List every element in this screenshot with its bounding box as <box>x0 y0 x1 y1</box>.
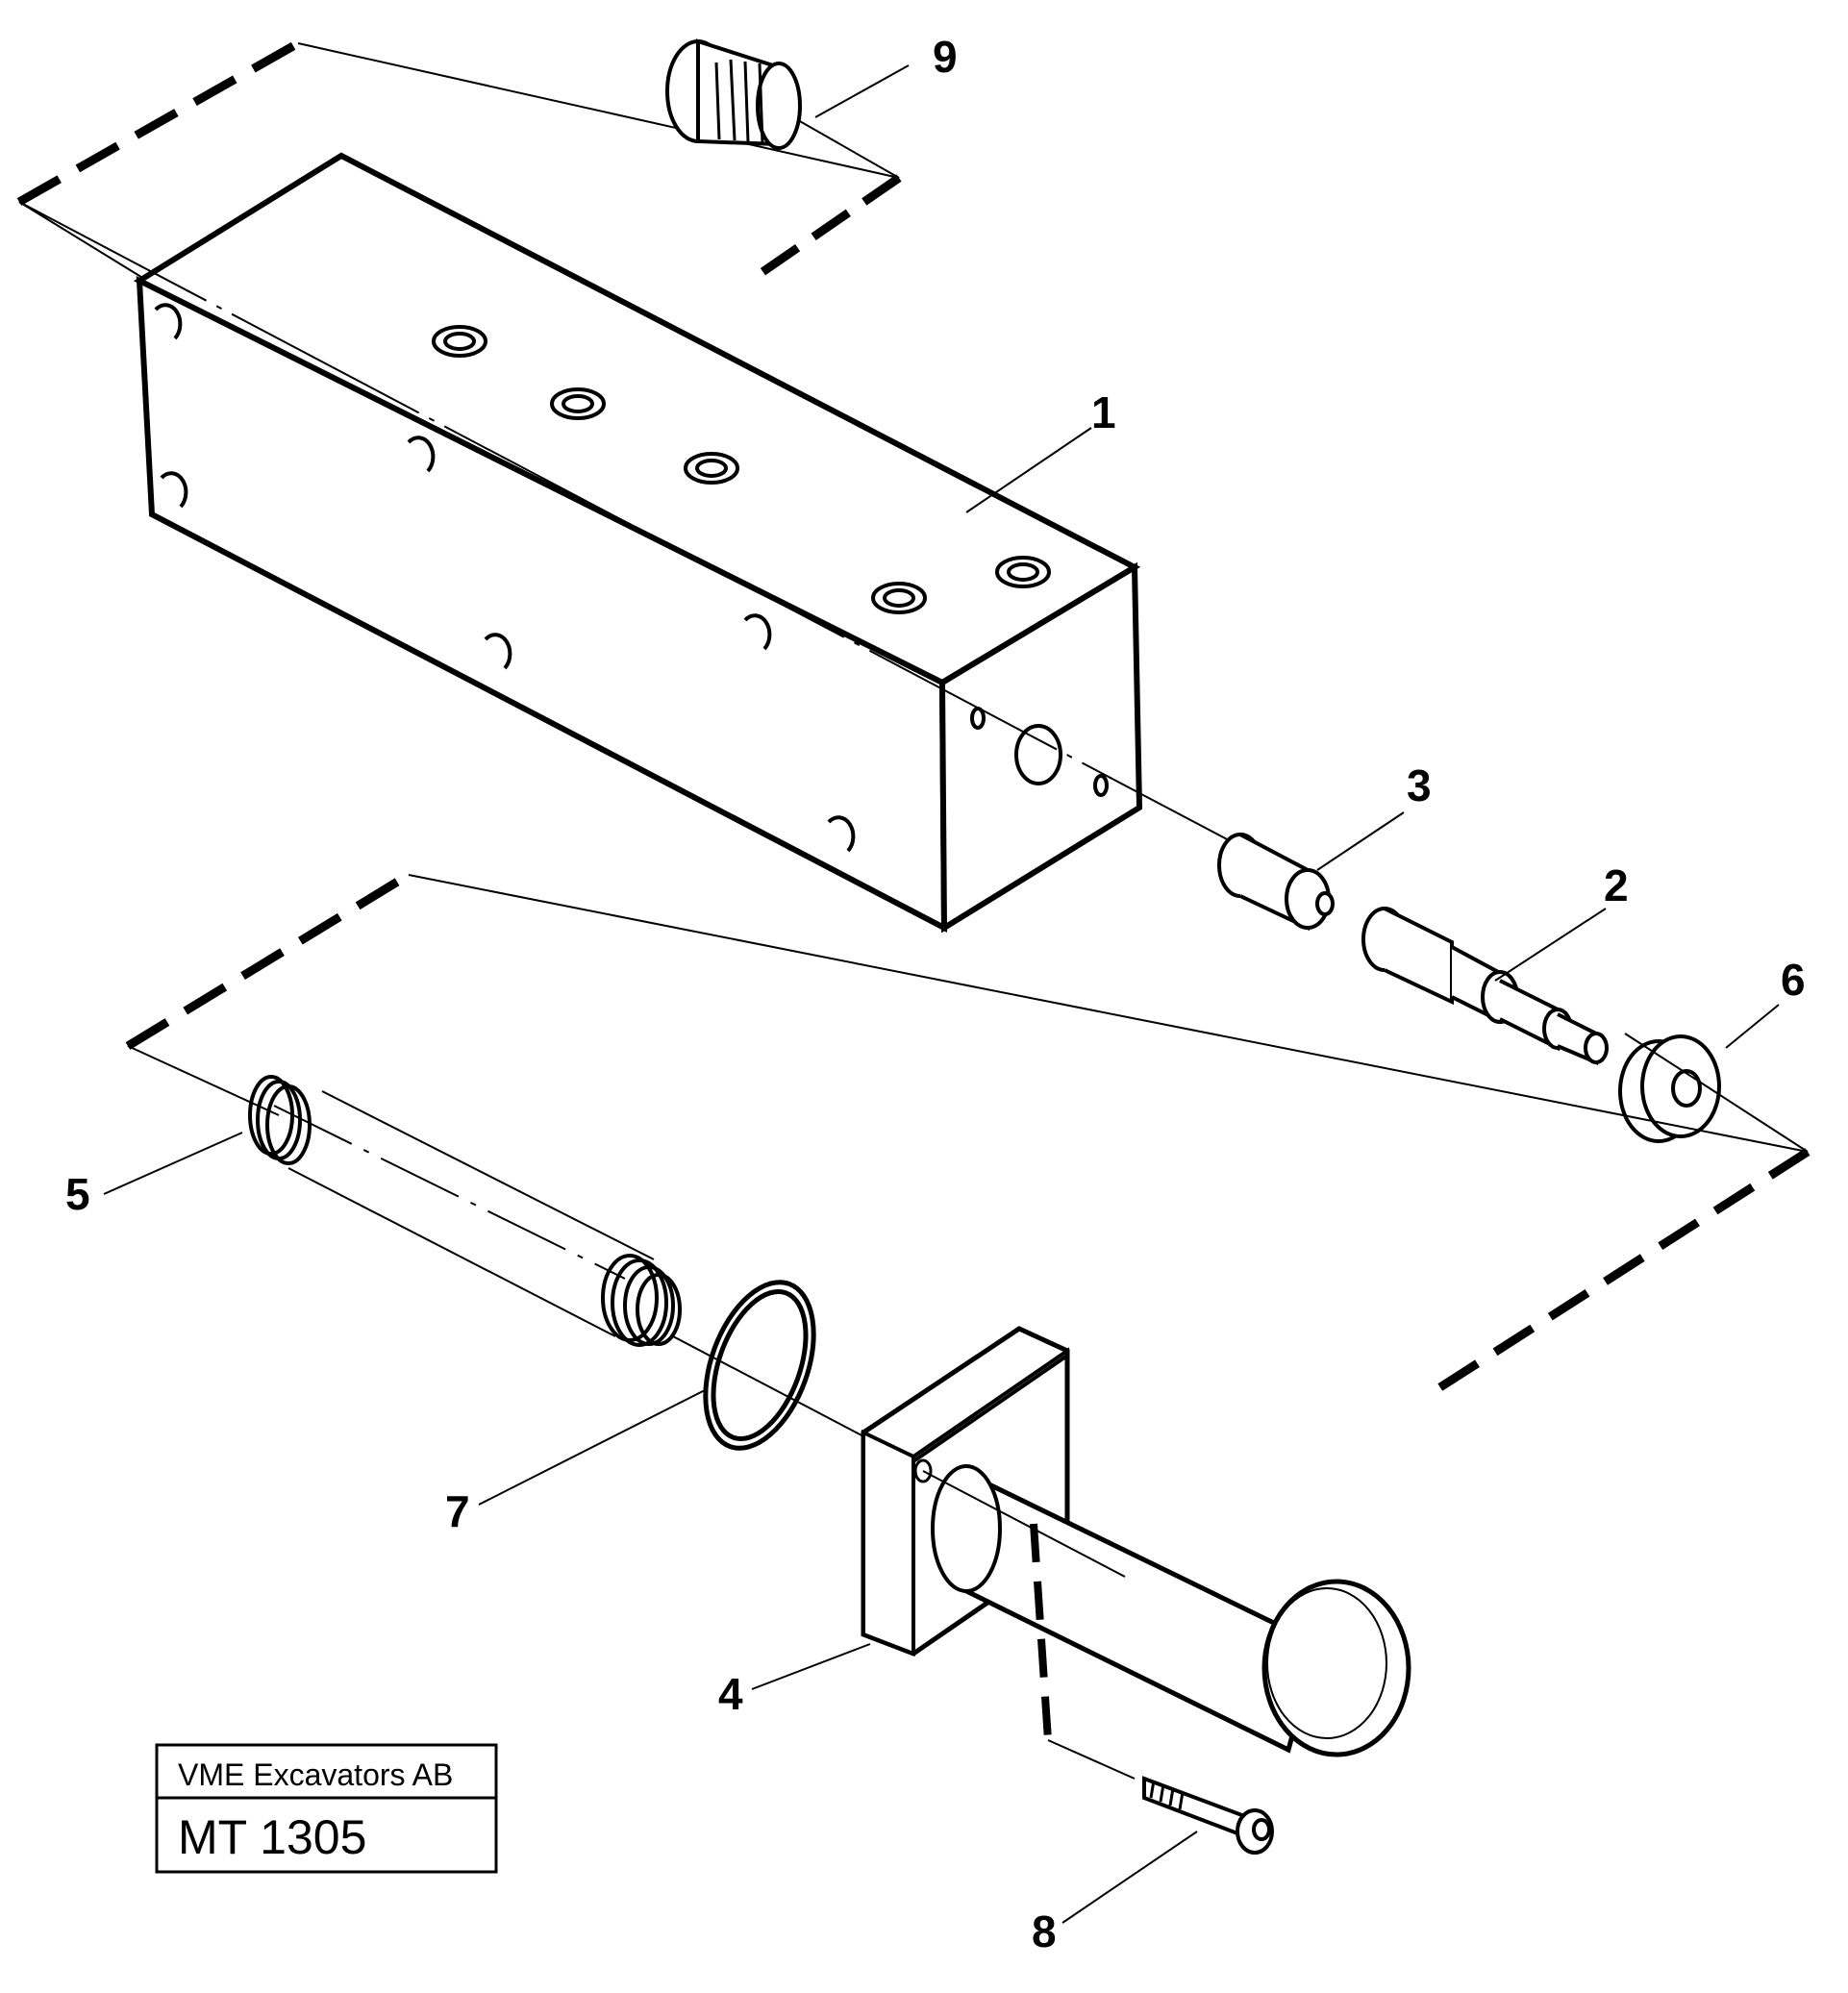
washer-part <box>1618 1034 1721 1143</box>
o-ring-part <box>672 1280 866 1451</box>
company-name: VME Excavators AB <box>178 1757 453 1792</box>
callout-4: 4 <box>718 1669 743 1719</box>
callout-2: 2 <box>1604 860 1629 910</box>
callout-5: 5 <box>65 1169 90 1219</box>
callout-9: 9 <box>933 32 958 82</box>
plug-part <box>665 38 900 179</box>
callout-8: 8 <box>1032 1906 1057 1956</box>
bottom-assembly-outline <box>125 871 1811 1396</box>
top-assembly-outline <box>16 39 902 280</box>
drawing-code: MT 1305 <box>178 1810 366 1864</box>
callout-3: 3 <box>1407 760 1432 810</box>
callout-7: 7 <box>445 1486 470 1536</box>
cylinder-cover-part <box>861 1326 1411 1780</box>
callout-6: 6 <box>1781 955 1806 1005</box>
valve-block-part <box>18 152 1232 934</box>
spool-sleeve-part <box>1217 833 1335 932</box>
callout-labels: 1 2 3 4 5 6 7 8 9 <box>65 32 1806 1956</box>
spring-part <box>248 1075 682 1347</box>
callout-1: 1 <box>1091 387 1116 437</box>
title-block: VME Excavators AB MT 1305 <box>155 1743 498 1874</box>
socket-head-screw-part <box>1142 1776 1274 1855</box>
leader-lines <box>103 64 1780 1924</box>
valve-spool-part <box>1361 907 1609 1066</box>
